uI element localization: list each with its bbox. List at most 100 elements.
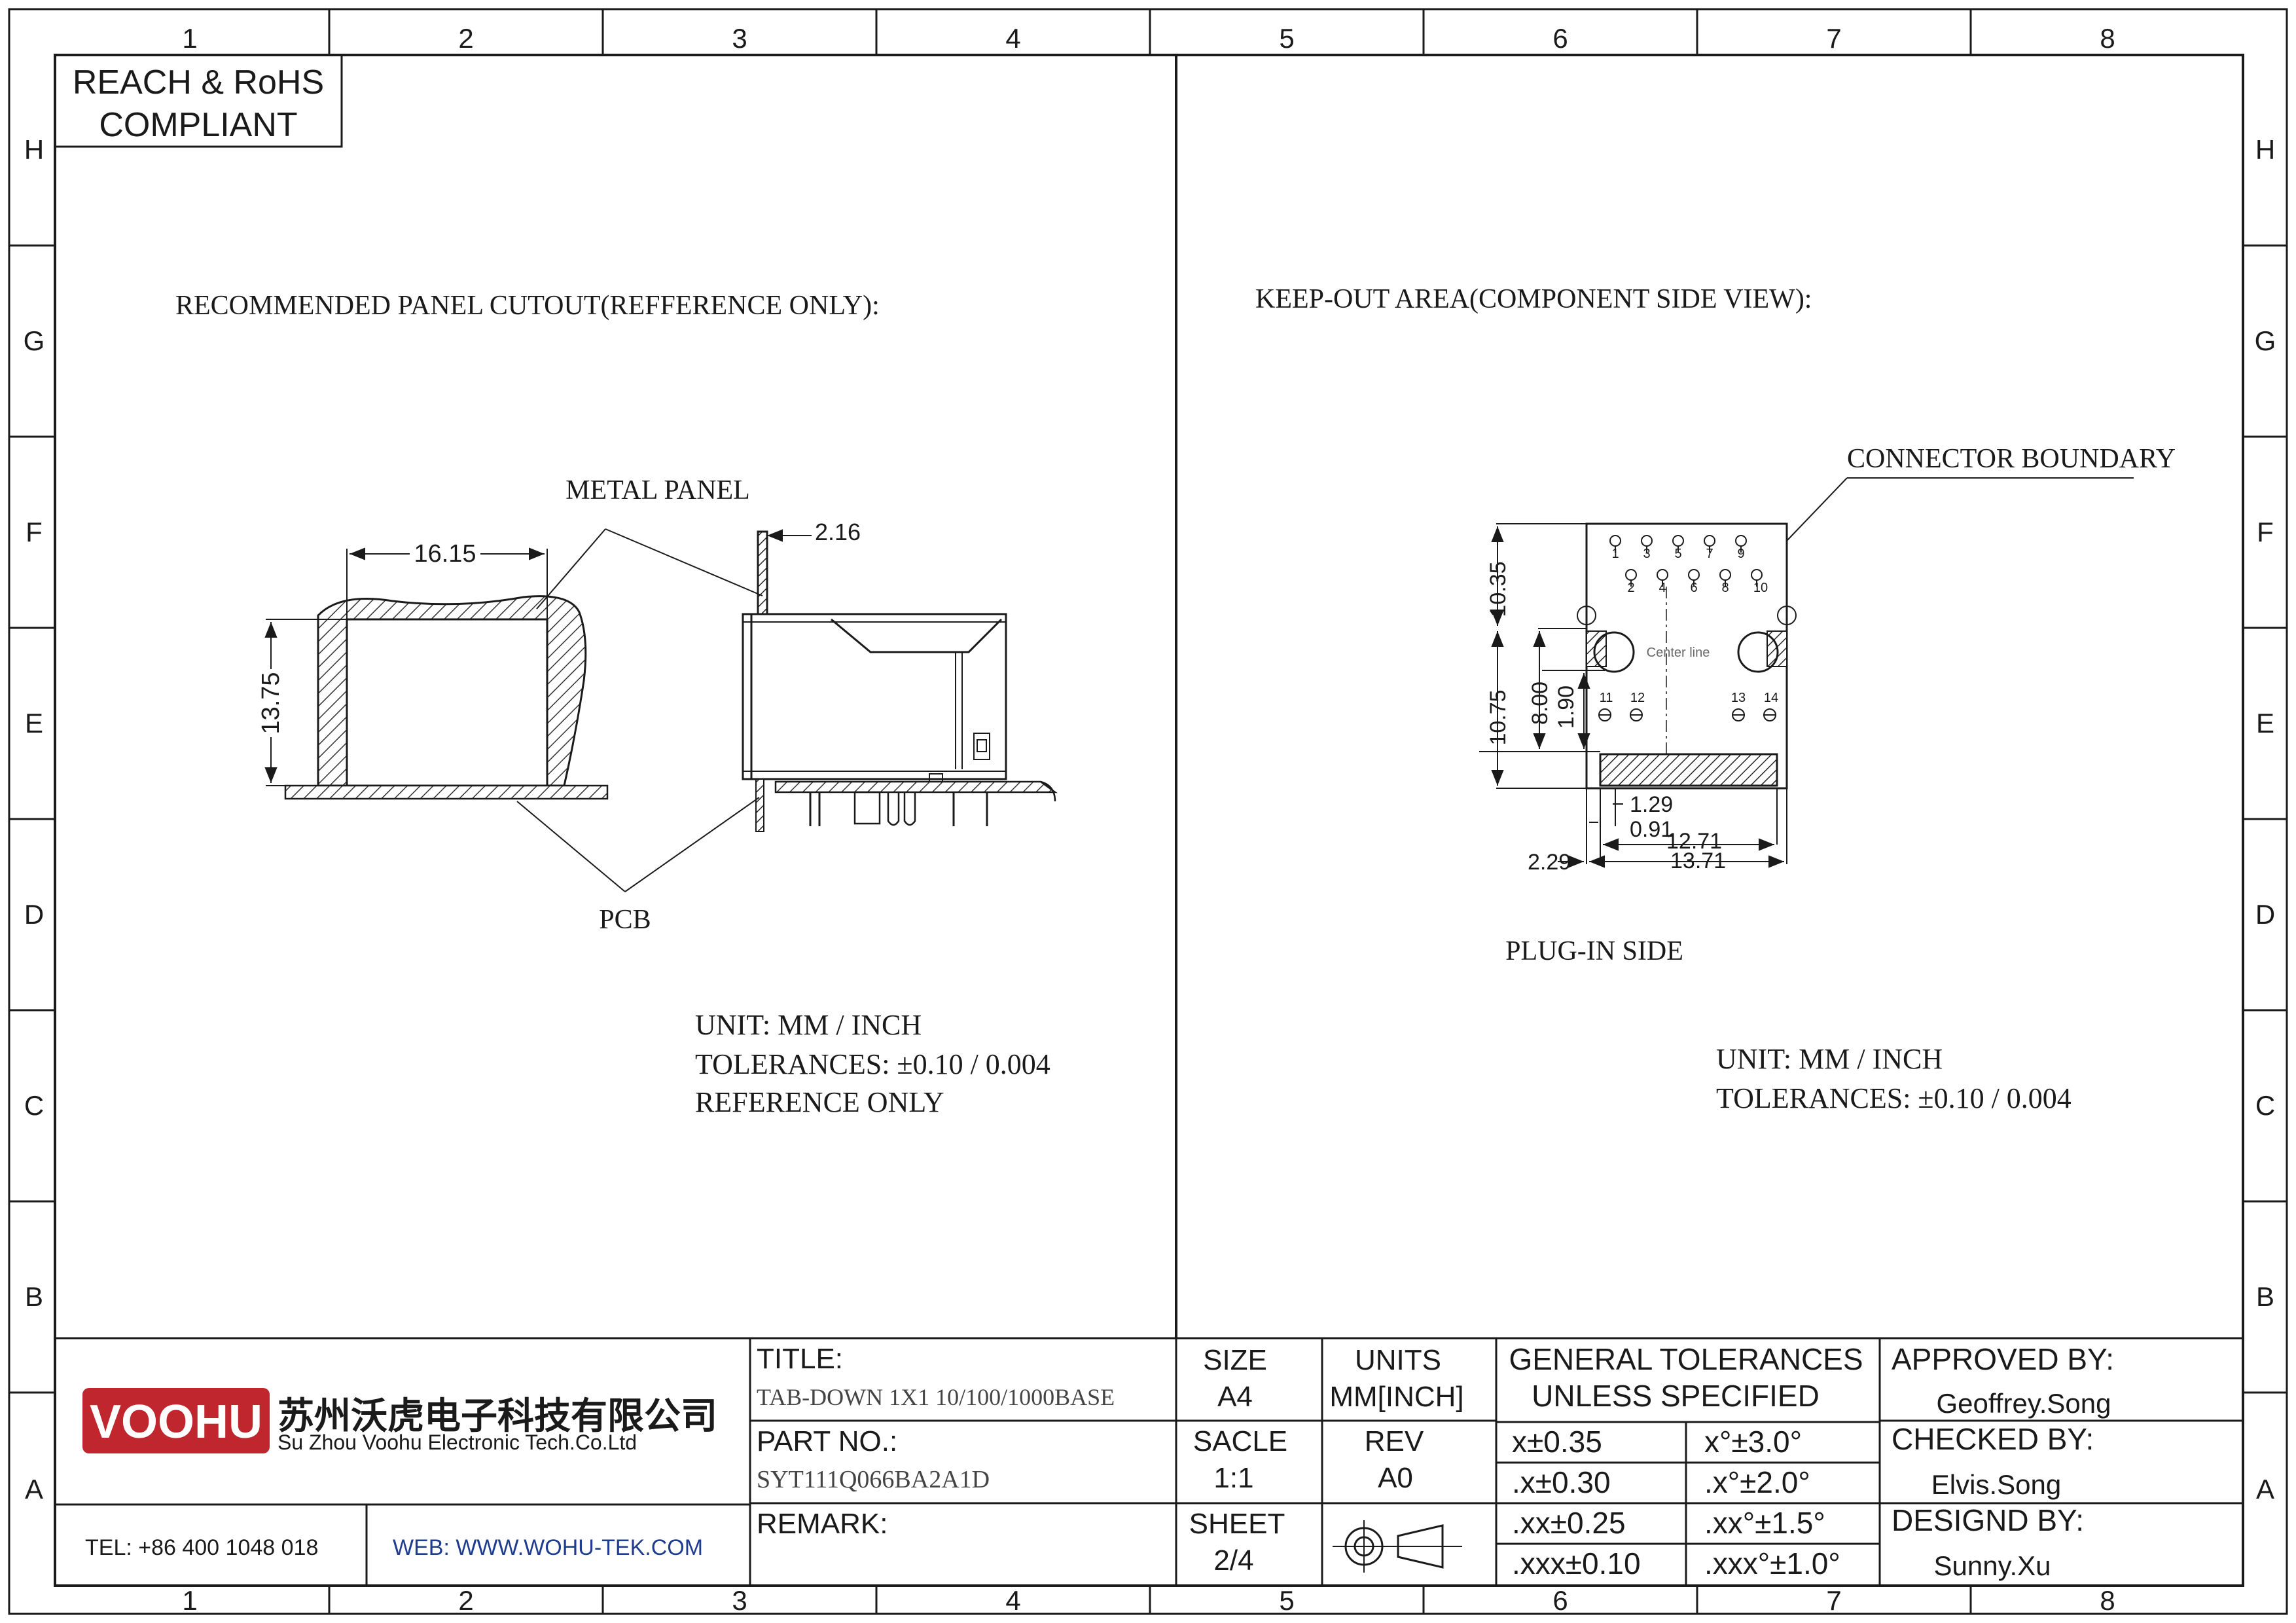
col-label-bottom: 8 xyxy=(2100,1585,2115,1616)
row-label-left: B xyxy=(25,1281,43,1312)
checked-value: Elvis.Song xyxy=(1931,1469,2061,1500)
led-pin-number: 13 xyxy=(1731,691,1746,705)
logo-text: VOOHU xyxy=(90,1396,262,1448)
rev-label: REV xyxy=(1365,1425,1424,1457)
metal-panel-label: METAL PANEL xyxy=(565,475,750,505)
col-label-top: 2 xyxy=(458,23,473,54)
col-label-bottom: 4 xyxy=(1005,1585,1020,1616)
row-label-left: E xyxy=(25,708,43,739)
company-name-cn: 苏州沃虎电子科技有限公司 xyxy=(278,1395,717,1436)
keep-out-view: KEEP-OUT AREA(COMPONENT SIDE VIEW): CONN… xyxy=(1255,284,2176,1114)
grid-labels: 1 2 3 4 5 6 7 8 1 2 3 4 5 6 7 8 H G F E … xyxy=(24,23,2276,1616)
company-logo: VOOHU xyxy=(82,1388,270,1453)
right-tolerance-note: TOLERANCES: ±0.10 / 0.004 xyxy=(1716,1082,2072,1114)
scale-label: SACLE xyxy=(1193,1425,1287,1457)
approved-value: Geoffrey.Song xyxy=(1937,1388,2111,1419)
tolerance-linear: .xx±0.25 xyxy=(1512,1506,1626,1540)
dim-label: 1.29 xyxy=(1630,792,1673,817)
dim-mask xyxy=(259,669,283,737)
row-label-right: E xyxy=(2256,708,2274,739)
row-label-right: C xyxy=(2255,1090,2275,1121)
led-pin-number: 11 xyxy=(1600,691,1613,705)
col-label-bottom: 1 xyxy=(182,1585,197,1616)
sheet-value: 2/4 xyxy=(1213,1544,1253,1577)
pin-numbers: 1 3 5 7 9 2 4 6 8 10 11 12 13 14 xyxy=(1600,547,1779,705)
pin-number: 6 xyxy=(1690,581,1697,595)
pin-number: 5 xyxy=(1674,547,1681,561)
dim-height-label: 13.75 xyxy=(257,672,285,734)
pin-number: 4 xyxy=(1659,581,1666,595)
left-tolerance-note: TOLERANCES: ±0.10 / 0.004 xyxy=(695,1048,1050,1080)
title-label: TITLE: xyxy=(757,1343,843,1375)
scale-value: 1:1 xyxy=(1213,1462,1253,1494)
title-block: VOOHU 苏州沃虎电子科技有限公司 Su Zhou Voohu Electro… xyxy=(55,1337,2243,1586)
col-label-bottom: 2 xyxy=(458,1585,473,1616)
panel-cutout-heading: RECOMMENDED PANEL CUTOUT(REFFERENCE ONLY… xyxy=(175,291,880,321)
size-scale-sheet-cells: SIZE A4 UNITS MM[INCH] SACLE 1:1 REV A0 … xyxy=(1189,1344,1464,1577)
logo-badge xyxy=(82,1388,270,1453)
dim-label: 10.35 xyxy=(1486,561,1511,617)
pin-number: 10 xyxy=(1753,581,1768,595)
grid-ticks xyxy=(9,9,2287,1614)
row-label-right: B xyxy=(2256,1281,2274,1312)
row-label-right: G xyxy=(2255,325,2276,356)
pin-number: 2 xyxy=(1627,581,1634,595)
dim-label: 10.75 xyxy=(1486,689,1511,745)
tolerance-angular: .x°±2.0° xyxy=(1704,1465,1810,1499)
dim-label: 0.91 xyxy=(1630,817,1673,842)
dim-panel-label: 2.16 xyxy=(815,519,861,545)
size-value: A4 xyxy=(1217,1381,1253,1413)
row-label-right: A xyxy=(2256,1474,2274,1504)
company-tel: TEL: +86 400 1048 018 xyxy=(85,1535,318,1560)
plug-in-side-label: PLUG-IN SIDE xyxy=(1505,936,1683,966)
led-pin-number: 12 xyxy=(1630,691,1645,705)
pcb-label: PCB xyxy=(599,905,651,935)
keep-out-heading: KEEP-OUT AREA(COMPONENT SIDE VIEW): xyxy=(1255,284,1812,314)
connector-boundary-label: CONNECTOR BOUNDARY xyxy=(1847,444,2176,474)
tolerance-linear: x±0.35 xyxy=(1512,1425,1602,1459)
rev-value: A0 xyxy=(1378,1462,1413,1494)
row-label-left: F xyxy=(26,517,43,547)
keep-out-drawing xyxy=(1479,522,1797,868)
keep-out-dims: 10.35 10.75 8.00 1.90 1.29 0.91 12.71 13… xyxy=(1486,561,1726,875)
title-value: TAB-DOWN 1X1 10/100/1000BASE xyxy=(757,1384,1115,1410)
pin-number: 1 xyxy=(1611,547,1619,561)
sheet-label: SHEET xyxy=(1189,1508,1285,1540)
col-label-bottom: 3 xyxy=(732,1585,747,1616)
tolerance-angular: .xx°±1.5° xyxy=(1704,1506,1825,1540)
row-label-left: D xyxy=(24,899,44,930)
col-label-bottom: 6 xyxy=(1552,1585,1568,1616)
remark-label: REMARK: xyxy=(757,1508,888,1540)
col-label-top: 5 xyxy=(1279,23,1294,54)
projection-symbol-icon xyxy=(1333,1520,1462,1573)
tolerance-angular: x°±3.0° xyxy=(1704,1425,1802,1459)
row-label-left: C xyxy=(24,1090,44,1121)
tolerance-linear: .xxx±0.10 xyxy=(1512,1546,1641,1580)
part-number-value: SYT111Q066BA2A1D xyxy=(757,1466,990,1493)
leader-lines xyxy=(516,528,763,892)
compliance-line-2: COMPLIANT xyxy=(99,106,297,144)
tolerance-linear: .x±0.30 xyxy=(1512,1465,1611,1499)
checked-label: CHECKED BY: xyxy=(1892,1422,2094,1456)
designed-label: DESIGND BY: xyxy=(1892,1503,2084,1537)
company-web-link[interactable]: WEB: WWW.WOHU-TEK.COM xyxy=(393,1535,703,1560)
units-label: UNITS xyxy=(1355,1344,1441,1376)
row-label-left: A xyxy=(25,1474,43,1504)
row-label-left: H xyxy=(24,134,44,165)
units-value: MM[INCH] xyxy=(1329,1381,1463,1413)
dim-label: 12.71 xyxy=(1666,829,1722,854)
pin-number: 7 xyxy=(1706,547,1713,561)
connector-side-drawing xyxy=(742,529,1058,832)
left-units-note: UNIT: MM / INCH xyxy=(695,1009,922,1041)
row-label-right: D xyxy=(2255,899,2275,930)
approvals: APPROVED BY: Geoffrey.Song CHECKED BY: E… xyxy=(1892,1342,2114,1581)
tolerance-header: GENERAL TOLERANCES xyxy=(1509,1342,1863,1376)
panel-cutout-view: RECOMMENDED PANEL CUTOUT(REFFERENCE ONLY… xyxy=(175,291,1058,1118)
company-name-en: Su Zhou Voohu Electronic Tech.Co.Ltd xyxy=(278,1431,637,1454)
col-label-bottom: 5 xyxy=(1279,1585,1294,1616)
row-label-left: G xyxy=(24,325,45,356)
pin-number: 9 xyxy=(1737,547,1744,561)
pin-number: 8 xyxy=(1721,581,1729,595)
col-label-top: 6 xyxy=(1552,23,1568,54)
